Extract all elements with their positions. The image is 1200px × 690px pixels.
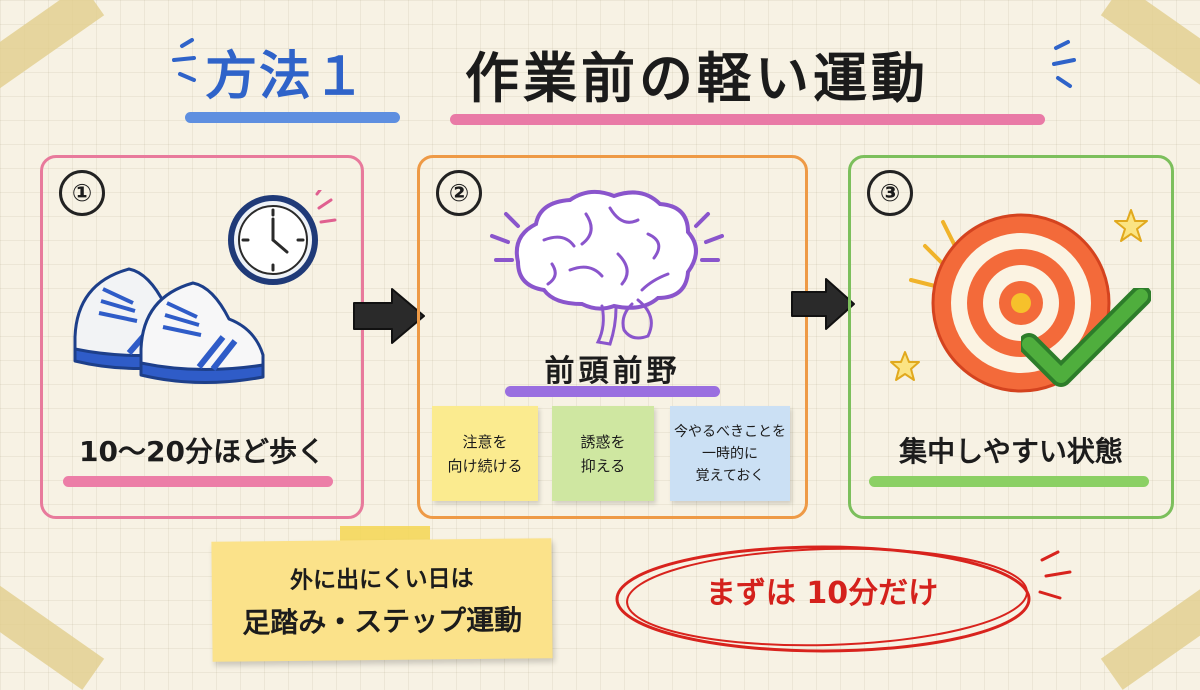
note-working-memory-line: 覚えておく (695, 467, 765, 484)
star-icon (1114, 209, 1148, 242)
note-temptation-line: 抑える (580, 456, 626, 475)
checkmark-icon (1021, 288, 1151, 387)
title-method: 方法１ (205, 47, 368, 107)
note-working-memory-line: 今やるべきことを (674, 423, 786, 440)
step-2-panel: ② 前頭前野 注意を 向け続ける 誘惑を 抑える 今やるべきことを 一時的に 覚… (417, 155, 808, 519)
step-3-panel: ③ 集中しやすい状態 (848, 155, 1174, 519)
title-method-underline (185, 112, 400, 123)
note-working-memory: 今やるべきことを 一時的に 覚えておく (670, 406, 790, 501)
clock-icon (228, 190, 337, 285)
step-3-number: ③ (867, 170, 913, 216)
note-attention-line: 注意を (462, 432, 508, 451)
step-2-caption: 前頭前野 (544, 354, 681, 389)
tip-line-1: 外に出にくい日は (289, 566, 474, 594)
note-attention: 注意を 向け続ける (432, 406, 538, 501)
note-temptation: 誘惑を 抑える (552, 406, 654, 501)
tip-line-2: 足踏み・ステップ運動 (242, 603, 523, 640)
step-1-panel: ① 10～20分ほど歩く (40, 155, 364, 519)
slogan: まずは 10分だけ (705, 576, 939, 611)
tape-bottom-right (1100, 584, 1200, 690)
arrow-right-icon (791, 278, 855, 330)
sparkle-lines (1052, 40, 1076, 88)
brain-icon (490, 189, 724, 346)
step-3-caption-underline (869, 476, 1149, 487)
step-2-number: ② (436, 170, 482, 216)
tip-note: 外に出にくい日は 足踏み・ステップ運動 (211, 538, 553, 662)
sparkle-lines (172, 38, 196, 82)
sparkle-lines (1038, 550, 1072, 600)
tape-bottom-left (0, 584, 105, 690)
note-temptation-line: 誘惑を (580, 432, 626, 451)
red-scribble-oval (615, 545, 1031, 653)
title-topic: 作業前の軽い運動 (465, 47, 929, 110)
note-attention-line: 向け続ける (447, 456, 523, 475)
step-1-caption: 10～20分ほど歩く (79, 435, 325, 468)
sneakers-icon (73, 267, 265, 384)
arrow-right-icon (353, 288, 425, 344)
step-1-caption-underline (63, 476, 333, 487)
step-1-number: ① (59, 170, 105, 216)
target-icon (909, 213, 1111, 393)
title-topic-underline (450, 114, 1045, 125)
step-3-caption: 集中しやすい状態 (899, 435, 1123, 468)
star-icon (890, 351, 920, 381)
note-working-memory-line: 一時的に (702, 445, 758, 462)
tape-top-right (1100, 0, 1200, 90)
tape-top-left (0, 0, 105, 90)
step-2-caption-underline (505, 386, 720, 397)
